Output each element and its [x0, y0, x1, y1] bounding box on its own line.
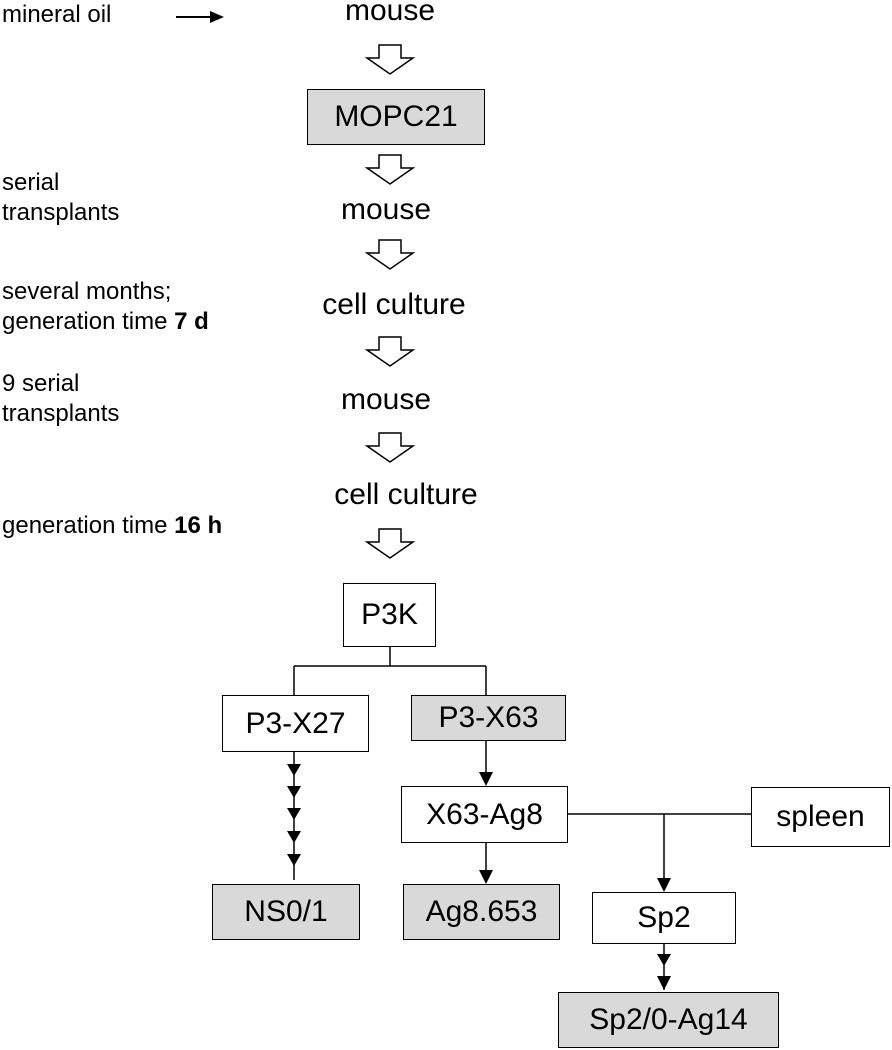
note-mineral-oil-text: mineral oil: [2, 1, 112, 28]
stage-mouse-3: mouse: [340, 383, 432, 416]
p3x63-to-x63ag8-arrow: [479, 741, 493, 786]
p3x27-to-ns01-chain: [287, 752, 301, 880]
note-nine-line2: transplants: [2, 400, 120, 427]
note-several-months: several months; generation time 7 d: [2, 277, 209, 337]
hollow-arrow-5: [364, 432, 416, 463]
hollow-arrow-4: [364, 336, 416, 367]
note-serial-line1: serial: [2, 169, 60, 196]
note-nine-serial-transplants: 9 serial transplants: [2, 369, 119, 429]
box-p3-x63: P3-X63: [411, 695, 566, 741]
note-gen16-text: generation time: [2, 512, 175, 539]
stage-cell-culture-2: cell culture: [334, 478, 478, 511]
note-gen16-bold: 16 h: [174, 512, 223, 539]
hollow-arrow-2: [364, 154, 416, 185]
stage-mouse-2: mouse: [340, 193, 432, 226]
note-months-bold: 7 d: [174, 308, 209, 335]
box-sp2: Sp2: [592, 892, 736, 944]
box-spleen: spleen: [751, 787, 890, 847]
box-x63-ag8: X63-Ag8: [401, 786, 568, 843]
stage-mouse-1: mouse: [344, 0, 436, 27]
mineral-oil-arrow: [176, 11, 224, 23]
box-sp2-0-ag14: Sp2/0-Ag14: [558, 992, 779, 1048]
note-mineral-oil: mineral oil: [2, 0, 111, 30]
hollow-arrow-1: [364, 44, 416, 75]
note-serial-line2: transplants: [2, 199, 120, 226]
hollow-arrow-6: [364, 528, 416, 559]
fusion-lines: [568, 813, 751, 892]
note-serial-transplants: serial transplants: [2, 168, 119, 228]
box-p3k: P3K: [343, 583, 436, 647]
note-months-line1: several months;: [2, 278, 172, 305]
box-p3-x27: P3-X27: [222, 695, 369, 752]
hollow-arrow-3: [364, 239, 416, 270]
x63ag8-to-ag8653-arrow: [479, 843, 493, 884]
box-ag8-653: Ag8.653: [403, 884, 560, 940]
stage-cell-culture-1: cell culture: [322, 288, 466, 321]
note-months-line2-text: generation time: [2, 308, 175, 335]
sp2-to-sp20ag14-arrow: [657, 944, 671, 990]
box-ns0-1: NS0/1: [212, 884, 360, 940]
note-generation-16h: generation time 16 h: [2, 511, 222, 541]
note-nine-line1: 9 serial: [2, 370, 80, 397]
note-months-line2: generation time 7 d: [2, 307, 209, 337]
p3k-branch-lines: [293, 647, 487, 695]
box-mopc21: MOPC21: [307, 89, 485, 145]
